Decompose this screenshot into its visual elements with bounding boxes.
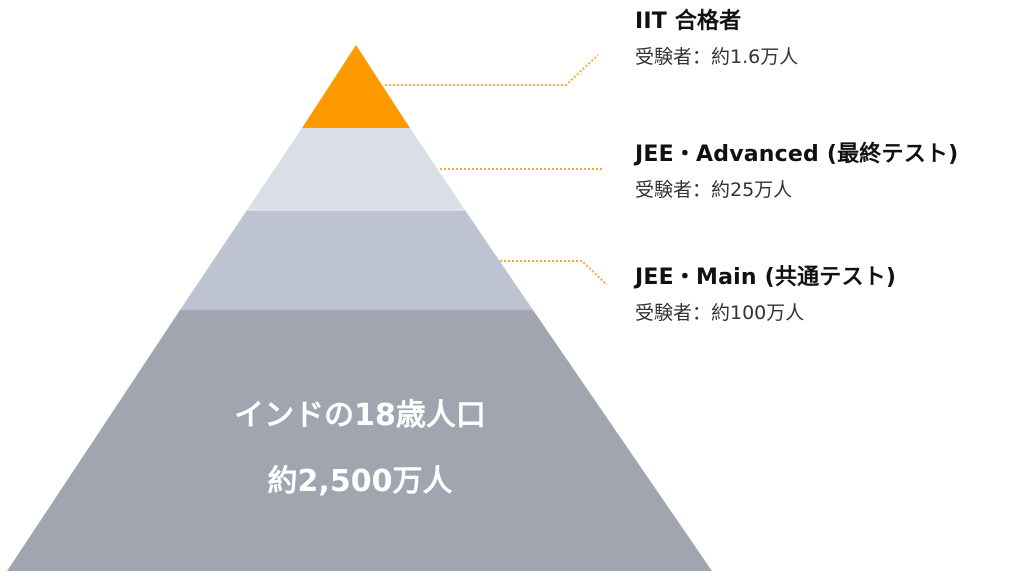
tier-subtitle: 受験者：約25万人	[635, 179, 793, 201]
connector-line-iit	[385, 54, 599, 86]
base-population-value: 約2,500万人	[267, 464, 453, 499]
tier-label-jee-main: JEE・Main (共通テスト) 受験者：約100万人	[635, 264, 896, 326]
pyramid-tier-jee-advanced	[247, 128, 465, 210]
tier-subtitle: 受験者：約1.6万人	[635, 46, 799, 68]
tier-label-iit: IIT 合格者 受験者：約1.6万人	[635, 8, 798, 70]
pyramid-tier-iit	[302, 45, 410, 128]
tier-title: JEE・Main (共通テスト)	[635, 265, 897, 290]
tier-title: IIT 合格者	[635, 9, 742, 34]
tier-title: JEE・Advanced (最終テスト)	[635, 142, 959, 167]
pyramid-tier-jee-main	[180, 210, 533, 310]
tier-label-jee-advanced: JEE・Advanced (最終テスト) 受験者：約25万人	[635, 141, 958, 203]
connector-line-jee-main	[500, 260, 608, 286]
base-population-label: インドの18歳人口	[234, 398, 486, 433]
pyramid-tier-base	[7, 310, 712, 571]
tier-subtitle: 受験者：約100万人	[635, 302, 805, 324]
